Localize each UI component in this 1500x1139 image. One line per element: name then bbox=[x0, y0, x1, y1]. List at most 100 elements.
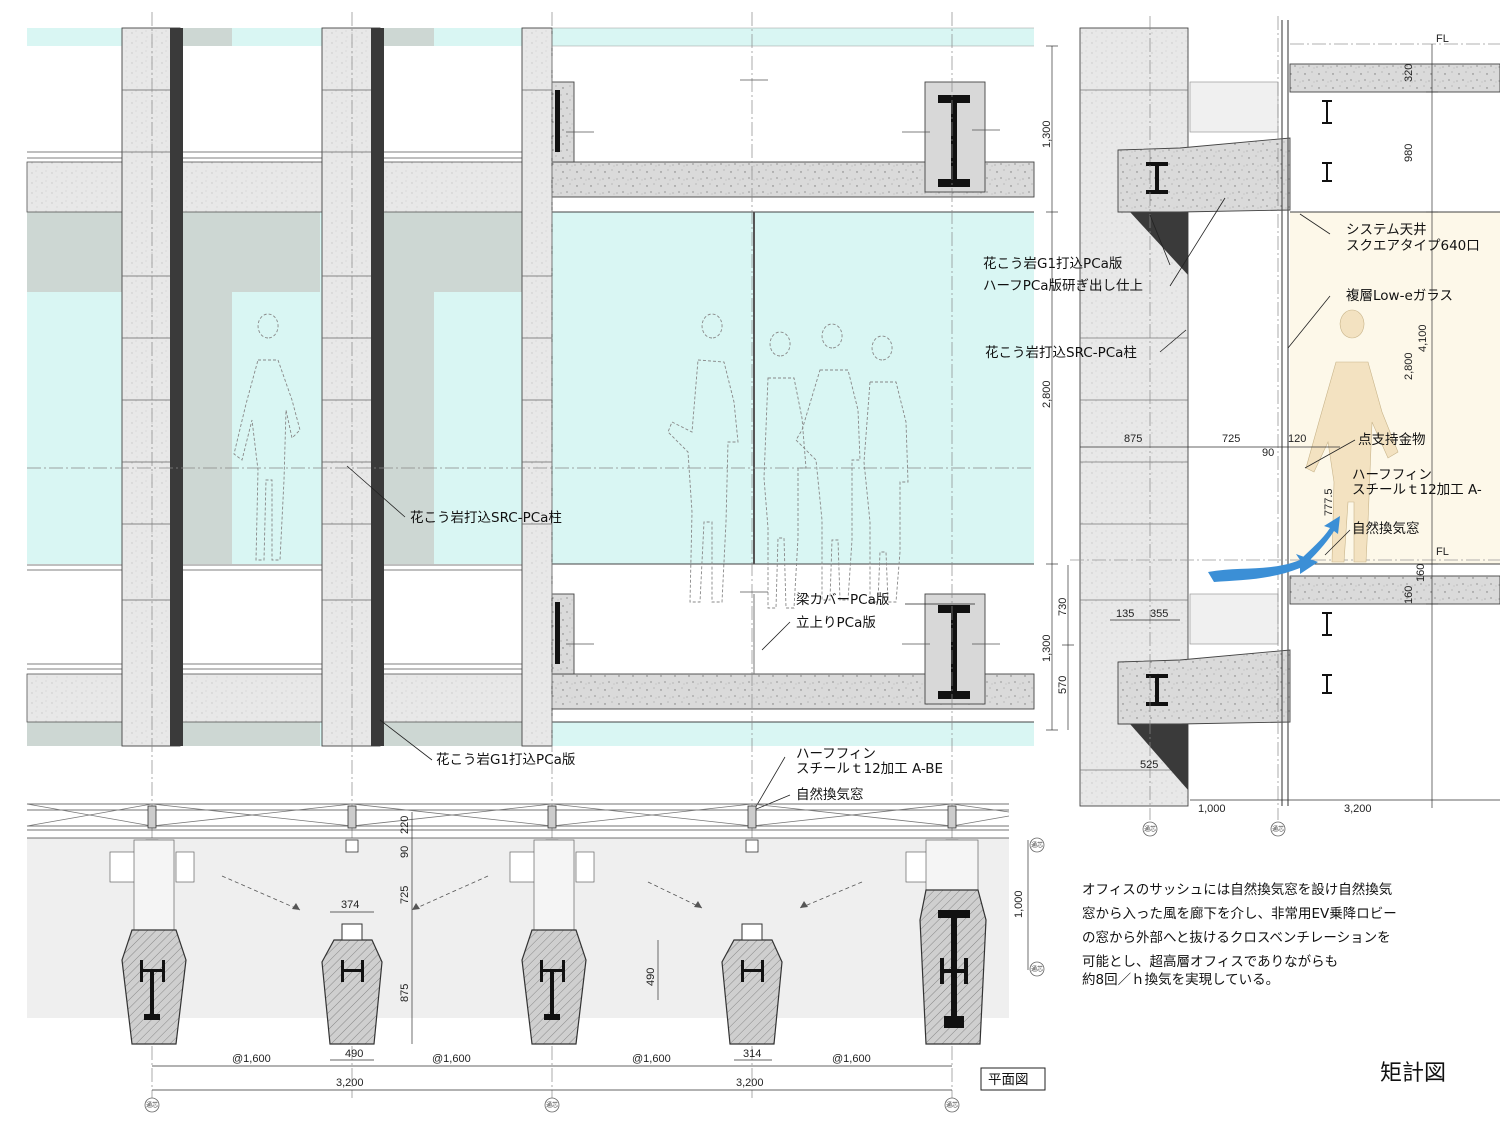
dim-plan-1000: 1,000 bbox=[1013, 890, 1025, 918]
plan-column-2 bbox=[321, 923, 383, 1045]
label-point-support: 点支持金物 bbox=[1358, 432, 1426, 448]
dim-1000: 1,000 bbox=[1198, 803, 1226, 815]
dim-135: 135 bbox=[1116, 608, 1134, 620]
dim-525: 525 bbox=[1140, 759, 1158, 771]
label-granite-column: 花こう岩打込SRC-PCa柱 bbox=[410, 509, 562, 526]
svg-text:通芯: 通芯 bbox=[146, 1101, 158, 1109]
label-half-fin-1: ハーフフィン bbox=[796, 746, 876, 762]
dim-span-1: 3,200 bbox=[336, 1077, 364, 1089]
dim-plan-725: 725 bbox=[399, 886, 411, 904]
dim-120: 120 bbox=[1288, 433, 1306, 445]
label-half-fin-2: スチールｔ12加工 A-BE bbox=[796, 761, 943, 777]
svg-text:通芯: 通芯 bbox=[546, 1101, 558, 1109]
plan-column-3 bbox=[521, 929, 587, 1045]
label-section-natural-vent: 自然換気窓 bbox=[1352, 520, 1420, 537]
label-half-panel: ハーフPCa版研ぎ出し仕上 bbox=[983, 278, 1143, 294]
plan-column-4 bbox=[721, 923, 783, 1045]
dim-160a: 160 bbox=[1415, 564, 1427, 582]
label-ceiling-1: システム天井 bbox=[1346, 222, 1427, 238]
section-title: 矩計図 bbox=[1380, 1061, 1446, 1086]
svg-text:通芯: 通芯 bbox=[1031, 965, 1043, 973]
label-section-granite-panel: 花こう岩G1打込PCa版 bbox=[983, 255, 1122, 272]
dim-pitch-4: @1,600 bbox=[832, 1053, 871, 1065]
dim-plan-875: 875 bbox=[399, 984, 411, 1002]
dim-1300-top: 1,300 bbox=[1041, 120, 1053, 148]
svg-text:通芯: 通芯 bbox=[1031, 841, 1043, 849]
dim-section-2800: 2,800 bbox=[1403, 352, 1415, 380]
person-silhouette-icon bbox=[763, 331, 807, 609]
dim-pitch-2: @1,600 bbox=[432, 1053, 471, 1065]
dim-4100: 4,100 bbox=[1417, 324, 1429, 352]
elevation-view: 花こう岩打込SRC-PCa柱 花こう岩G1打込PCa版 梁カバーPCa版 立上り… bbox=[26, 12, 1074, 1098]
dim-875: 875 bbox=[1124, 433, 1142, 445]
dim-1300-bottom: 1,300 bbox=[1041, 634, 1053, 662]
granite-column-2 bbox=[321, 27, 384, 747]
svg-text:通芯: 通芯 bbox=[1272, 825, 1284, 833]
dim-490w: 490 bbox=[345, 1048, 363, 1060]
person-silhouette-icon bbox=[863, 335, 909, 603]
dim-90: 90 bbox=[1262, 447, 1274, 459]
svg-text:通芯: 通芯 bbox=[946, 1101, 958, 1109]
section-symbol-icon: 通芯 bbox=[1270, 821, 1286, 837]
dim-220: 220 bbox=[399, 816, 411, 834]
dim-777: 777.5 bbox=[1323, 488, 1335, 516]
svg-text:通芯: 通芯 bbox=[1144, 825, 1156, 833]
section-symbol-icon: 通芯 bbox=[944, 1097, 960, 1113]
dim-355: 355 bbox=[1150, 608, 1168, 620]
label-ceiling-2: スクエアタイプ640口 bbox=[1346, 238, 1480, 254]
section-symbol-icon: 通芯 bbox=[544, 1097, 560, 1113]
dim-725: 725 bbox=[1222, 433, 1240, 445]
person-silhouette-icon bbox=[795, 323, 861, 601]
description-line-3: の窓から外部へと抜けるクロスベンチレーションを bbox=[1082, 929, 1391, 946]
plan-view: @1,600 @1,600 @1,600 @1,600 3,200 3,200 … bbox=[26, 803, 1046, 1113]
plan-column-5 bbox=[919, 889, 987, 1045]
description-line-2: 窓から入った風を廊下を介し、非常用EV乗降ロビー bbox=[1082, 905, 1397, 922]
arrow-icon bbox=[1300, 516, 1340, 566]
granite-column-3 bbox=[521, 27, 553, 747]
description-line-1: オフィスのサッシュには自然換気窓を設け自然換気 bbox=[1082, 881, 1392, 898]
dim-160b: 160 bbox=[1403, 586, 1415, 604]
spandrel-upper bbox=[26, 161, 553, 213]
label-section-column: 花こう岩打込SRC-PCa柱 bbox=[985, 344, 1137, 361]
label-fl-mid: FL bbox=[1436, 546, 1449, 558]
dim-plan-490: 490 bbox=[645, 968, 657, 986]
section-symbol-icon: 通芯 bbox=[144, 1097, 160, 1113]
section-symbol-icon: 通芯 bbox=[1142, 821, 1158, 837]
description-line-5: 約8回／ｈ換気を実現している。 bbox=[1082, 972, 1279, 988]
section-view: システム天井 スクエアタイプ640口 花こう岩G1打込PCa版 ハーフPCa版研… bbox=[983, 16, 1500, 837]
dim-3200: 3,200 bbox=[1344, 803, 1372, 815]
label-glass: 複層Low-eガラス bbox=[1346, 287, 1453, 304]
spandrel-lower bbox=[26, 673, 553, 723]
plan-column-1 bbox=[121, 929, 187, 1045]
person-silhouette-icon bbox=[1305, 309, 1399, 563]
dim-320: 320 bbox=[1403, 64, 1415, 82]
label-fl-top: FL bbox=[1436, 33, 1449, 45]
dim-span-2: 3,200 bbox=[736, 1077, 764, 1089]
label-granite-panel: 花こう岩G1打込PCa版 bbox=[436, 751, 575, 768]
label-upstand: 立上りPCa版 bbox=[796, 615, 876, 631]
section-symbol-icon: 通芯 bbox=[1029, 961, 1045, 977]
dim-374: 374 bbox=[341, 899, 359, 911]
dim-314: 314 bbox=[743, 1048, 761, 1060]
person-silhouette-icon bbox=[667, 313, 739, 603]
granite-column-1 bbox=[121, 27, 183, 747]
person-silhouette-icon bbox=[233, 313, 301, 561]
office-interior bbox=[1290, 212, 1500, 564]
dim-pitch-1: @1,600 bbox=[232, 1053, 271, 1065]
description-line-4: 可能とし、超高層オフィスでありながらも bbox=[1082, 953, 1338, 970]
dim-2800: 2,800 bbox=[1041, 380, 1053, 408]
arrow-icon bbox=[1208, 554, 1318, 582]
label-beam-cover: 梁カバーPCa版 bbox=[796, 592, 889, 608]
dim-plan-90: 90 bbox=[399, 846, 411, 858]
dim-570: 570 bbox=[1057, 676, 1069, 694]
dim-980: 980 bbox=[1403, 144, 1415, 162]
dim-pitch-3: @1,600 bbox=[632, 1053, 671, 1065]
description-block: オフィスのサッシュには自然換気窓を設け自然換気 窓から入った風を廊下を介し、非常… bbox=[1082, 881, 1397, 988]
dim-730: 730 bbox=[1057, 598, 1069, 616]
label-natural-vent: 自然換気窓 bbox=[796, 786, 864, 803]
section-symbol-icon: 通芯 bbox=[1029, 837, 1045, 853]
label-section-half-fin-2: スチールｔ12加工 A- bbox=[1352, 482, 1482, 498]
label-section-half-fin-1: ハーフフィン bbox=[1352, 467, 1432, 483]
plan-title: 平面図 bbox=[988, 1072, 1029, 1088]
